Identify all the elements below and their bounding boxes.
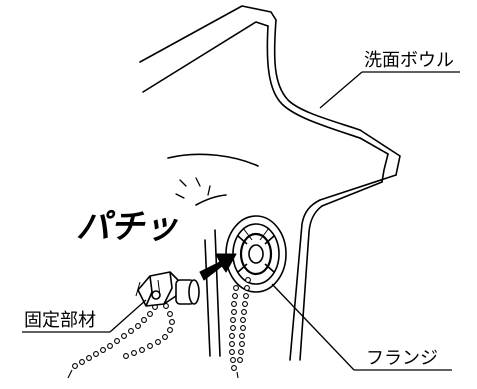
- insert-arrow: [199, 253, 237, 281]
- label-basin: 洗面ボウル: [319, 50, 460, 109]
- flange: [225, 215, 287, 293]
- flange-label: フランジ: [366, 348, 438, 369]
- basin-label: 洗面ボウル: [364, 50, 454, 71]
- snap-sound-text: パチッ: [76, 207, 178, 247]
- flange-chain: [229, 277, 251, 379]
- label-flange: フランジ: [271, 283, 452, 371]
- fixing-part-label: 固定部材: [24, 310, 96, 331]
- snap-emphasis-lines: [175, 177, 211, 199]
- fixing-part: [135, 271, 200, 307]
- wash-basin: [139, 5, 401, 361]
- label-fixing-part: 固定部材: [22, 299, 147, 333]
